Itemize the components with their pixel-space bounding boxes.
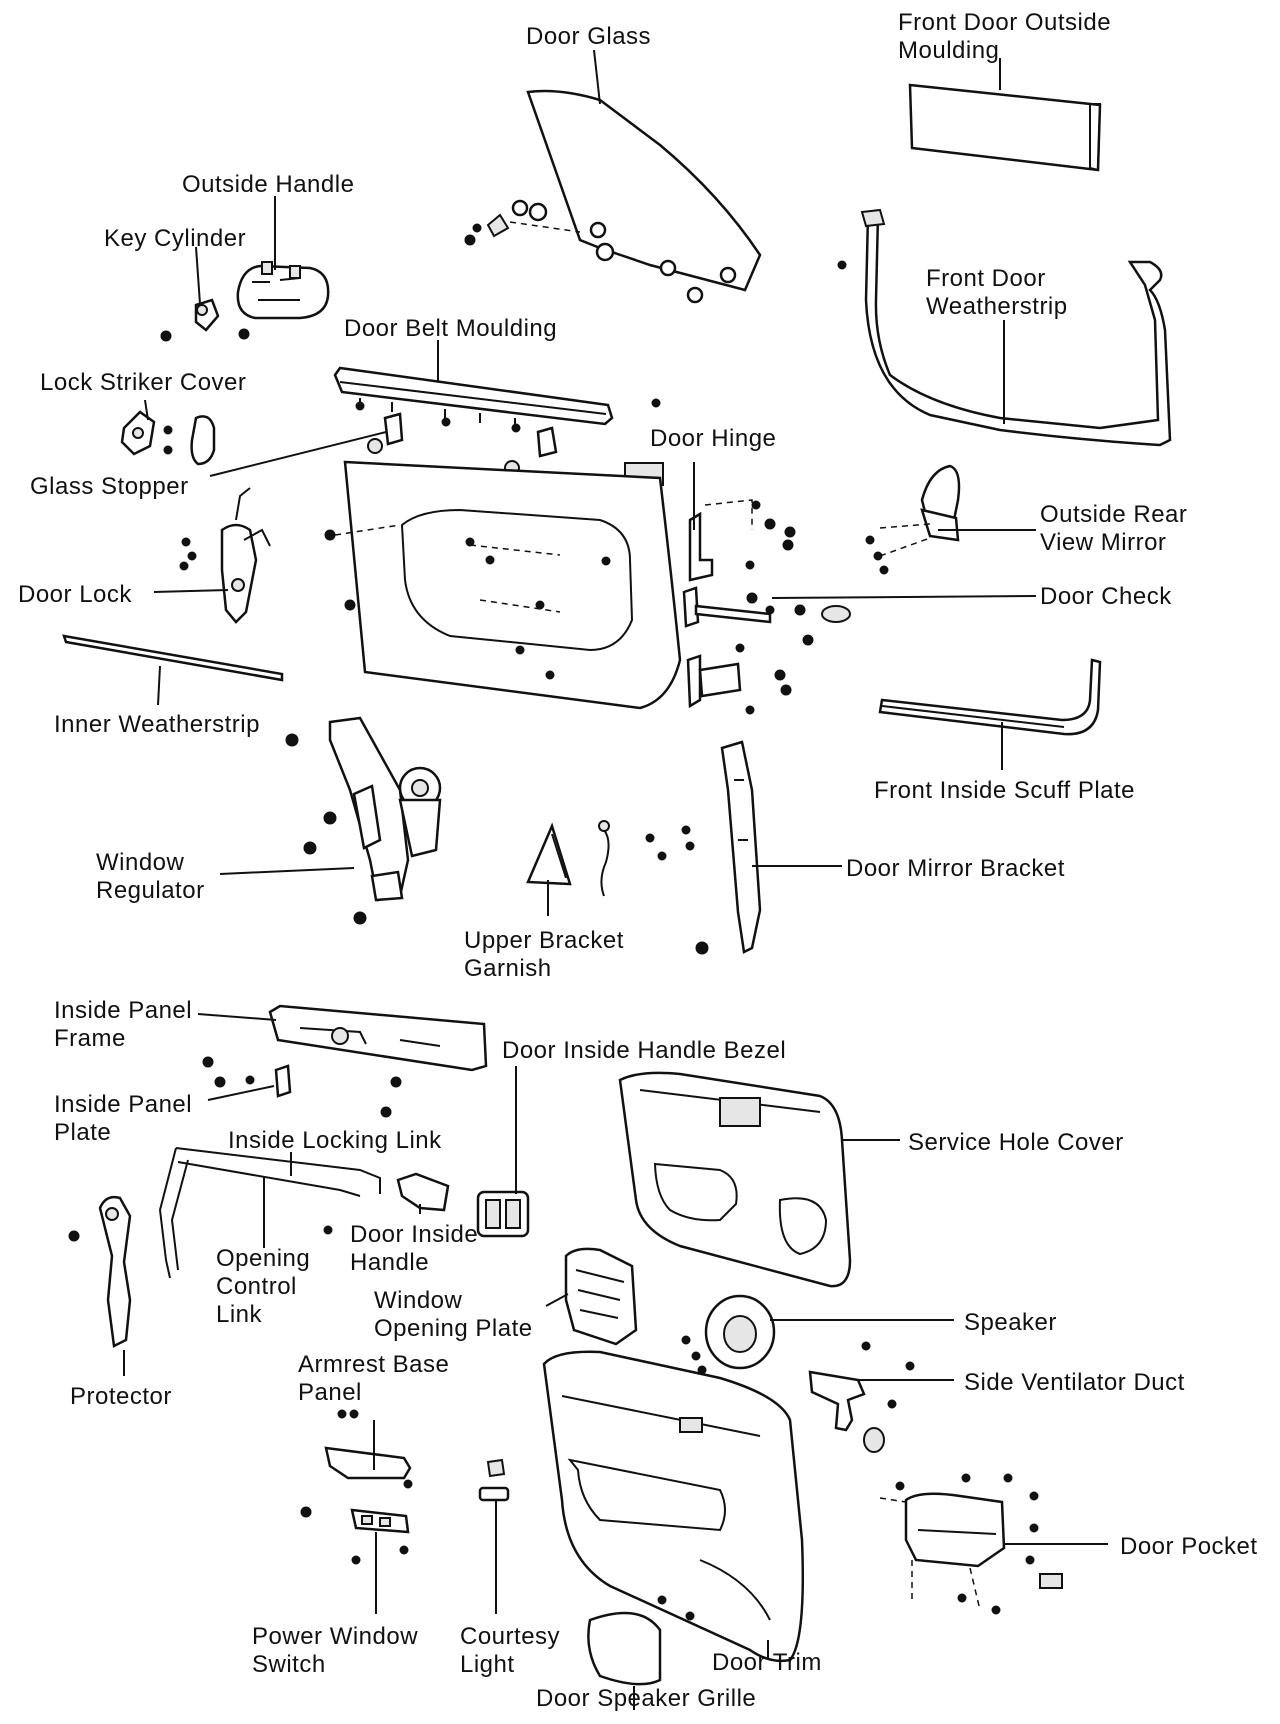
door-inside-handle-part <box>396 1172 450 1212</box>
label-outside-rear-view-mirror-1: Outside Rear <box>1040 501 1187 528</box>
door-inside-handle-bezel-part <box>476 1190 530 1238</box>
label-side-ventilator-duct: Side Ventilator Duct <box>964 1369 1185 1396</box>
label-service-hole-cover: Service Hole Cover <box>908 1129 1124 1156</box>
label-window-regulator-1: Window <box>96 849 185 876</box>
label-door-trim: Door Trim <box>712 1649 822 1676</box>
label-courtesy-light-2: Light <box>460 1651 515 1678</box>
door-trim-part <box>542 1350 805 1663</box>
label-window-opening-plate-1: Window <box>374 1287 463 1314</box>
label-key-cylinder: Key Cylinder <box>104 225 246 252</box>
label-speaker: Speaker <box>964 1309 1057 1336</box>
inside-panel-frame-part <box>202 1004 488 1118</box>
label-inside-panel-frame-2: Frame <box>54 1025 126 1052</box>
label-door-lock: Door Lock <box>18 581 132 608</box>
label-door-hinge: Door Hinge <box>650 425 776 452</box>
label-upper-bracket-garnish-2: Garnish <box>464 955 552 982</box>
leader-lines <box>123 49 1108 1710</box>
door-lock-part <box>179 487 271 624</box>
label-power-window-switch-2: Switch <box>252 1651 326 1678</box>
label-power-window-switch-1: Power Window <box>252 1623 418 1650</box>
label-upper-bracket-garnish-1: Upper Bracket <box>464 927 624 954</box>
door-hinge-part <box>686 499 796 715</box>
door-inner-panel-part <box>324 460 682 710</box>
door-check-part <box>682 586 851 646</box>
label-window-opening-plate-2: Opening Plate <box>374 1315 533 1342</box>
label-armrest-base-panel-2: Panel <box>298 1379 362 1406</box>
power-window-switch-part <box>300 1506 410 1565</box>
upper-bracket-garnish-part <box>526 820 695 897</box>
label-front-door-outside-moulding-1: Front Door Outside <box>898 9 1111 36</box>
protector-part <box>68 1195 132 1348</box>
armrest-base-panel-part <box>324 1409 413 1489</box>
front-inside-scuff-plate-part <box>878 658 1102 736</box>
label-inside-panel-frame-1: Inside Panel <box>54 997 192 1024</box>
label-door-inside-handle-2: Handle <box>350 1249 429 1276</box>
window-opening-plate-part <box>564 1247 638 1346</box>
label-front-door-weatherstrip-1: Front Door <box>926 265 1046 292</box>
key-cylinder-part <box>160 298 250 342</box>
label-door-check: Door Check <box>1040 583 1172 610</box>
service-hole-cover-part <box>618 1071 852 1288</box>
label-front-door-weatherstrip-2: Weatherstrip <box>926 293 1068 320</box>
outside-handle-part <box>236 261 330 320</box>
label-opening-control-link-1: Opening <box>216 1245 310 1272</box>
door-glass-part <box>464 89 762 304</box>
door-pocket-part <box>879 1473 1063 1615</box>
label-front-door-outside-moulding-2: Moulding <box>898 37 999 64</box>
label-courtesy-light-1: Courtesy <box>460 1623 560 1650</box>
label-opening-control-link-3: Link <box>216 1301 263 1328</box>
label-door-pocket: Door Pocket <box>1120 1533 1258 1560</box>
inner-weatherstrip-part <box>62 634 284 682</box>
label-door-inside-handle-bezel: Door Inside Handle Bezel <box>502 1037 786 1064</box>
door-belt-moulding-part <box>333 366 661 433</box>
front-door-outside-moulding-part <box>908 83 1102 172</box>
label-door-belt-moulding: Door Belt Moulding <box>344 315 557 342</box>
label-door-inside-handle-1: Door Inside <box>350 1221 478 1248</box>
label-inside-panel-plate-2: Plate <box>54 1119 111 1146</box>
label-door-glass: Door Glass <box>526 23 651 50</box>
courtesy-light-part <box>478 1458 510 1502</box>
inside-locking-link-part <box>158 1147 381 1279</box>
label-glass-stopper: Glass Stopper <box>30 473 189 500</box>
label-inside-panel-plate-1: Inside Panel <box>54 1091 192 1118</box>
label-window-regulator-2: Regulator <box>96 877 205 904</box>
label-lock-striker-cover: Lock Striker Cover <box>40 369 246 396</box>
label-door-mirror-bracket: Door Mirror Bracket <box>846 855 1065 882</box>
label-door-speaker-grille: Door Speaker Grille <box>536 1685 756 1712</box>
outside-rear-view-mirror-part <box>865 464 961 575</box>
label-inside-locking-link: Inside Locking Link <box>228 1127 442 1154</box>
inside-panel-plate-part <box>245 1064 292 1098</box>
door-speaker-grille-part <box>587 1595 695 1686</box>
label-outside-handle: Outside Handle <box>182 171 354 198</box>
label-protector: Protector <box>70 1383 172 1410</box>
speaker-part <box>681 1294 915 1375</box>
window-regulator-part <box>285 716 442 925</box>
lock-striker-cover-part <box>120 410 216 466</box>
side-ventilator-duct-part <box>808 1370 897 1453</box>
label-inner-weatherstrip: Inner Weatherstrip <box>54 711 260 738</box>
label-opening-control-link-2: Control <box>216 1273 297 1300</box>
label-front-inside-scuff-plate: Front Inside Scuff Plate <box>874 777 1135 804</box>
door-mirror-bracket-part <box>695 740 762 955</box>
label-armrest-base-panel-1: Armrest Base <box>298 1351 449 1378</box>
labels: Door Glass Front Door Outside Moulding O… <box>18 9 1258 1712</box>
front-door-weatherstrip-part <box>837 208 1172 447</box>
label-outside-rear-view-mirror-2: View Mirror <box>1040 529 1166 556</box>
